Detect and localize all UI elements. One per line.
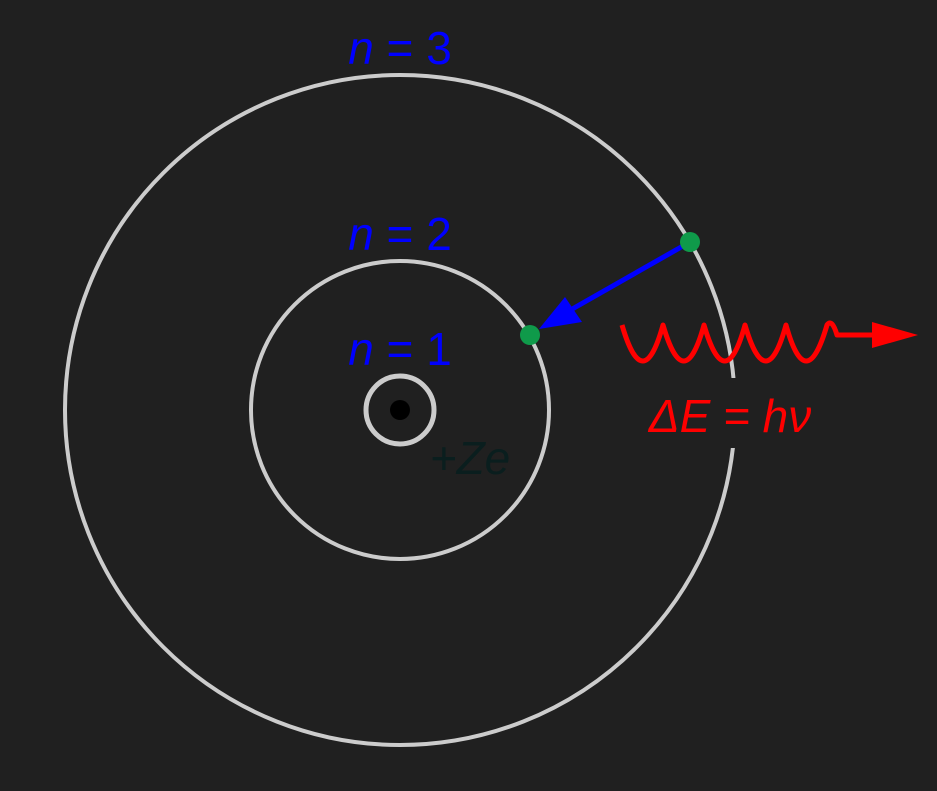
level-label-n1-symbol: n xyxy=(348,323,374,375)
transition-arrow-head xyxy=(539,297,582,329)
level-label-n2-value: = 2 xyxy=(374,208,452,260)
level-label-n3: n = 3 xyxy=(348,22,452,74)
level-label-n2-symbol: n xyxy=(348,208,374,260)
orbit-n1 xyxy=(363,373,437,447)
level-label-n1-value: = 1 xyxy=(374,323,452,375)
transition-arrow-shaft xyxy=(565,239,692,315)
level-label-n3-value: = 3 xyxy=(374,22,452,74)
electron-final xyxy=(520,325,540,345)
level-label-n1: n = 1 xyxy=(348,323,452,375)
nucleus xyxy=(390,400,410,420)
electron-initial xyxy=(680,232,700,252)
level-label-n2: n = 2 xyxy=(348,208,452,260)
photon-arrow-head xyxy=(872,322,918,348)
level-label-n3-symbol: n xyxy=(348,22,374,74)
photon-background-gap xyxy=(725,378,745,448)
nucleus-charge-label: +Ze xyxy=(430,432,511,484)
orbit-n2 xyxy=(249,259,551,561)
photon-wave xyxy=(619,320,878,364)
photon-energy-label: ΔE = hν xyxy=(648,390,812,442)
